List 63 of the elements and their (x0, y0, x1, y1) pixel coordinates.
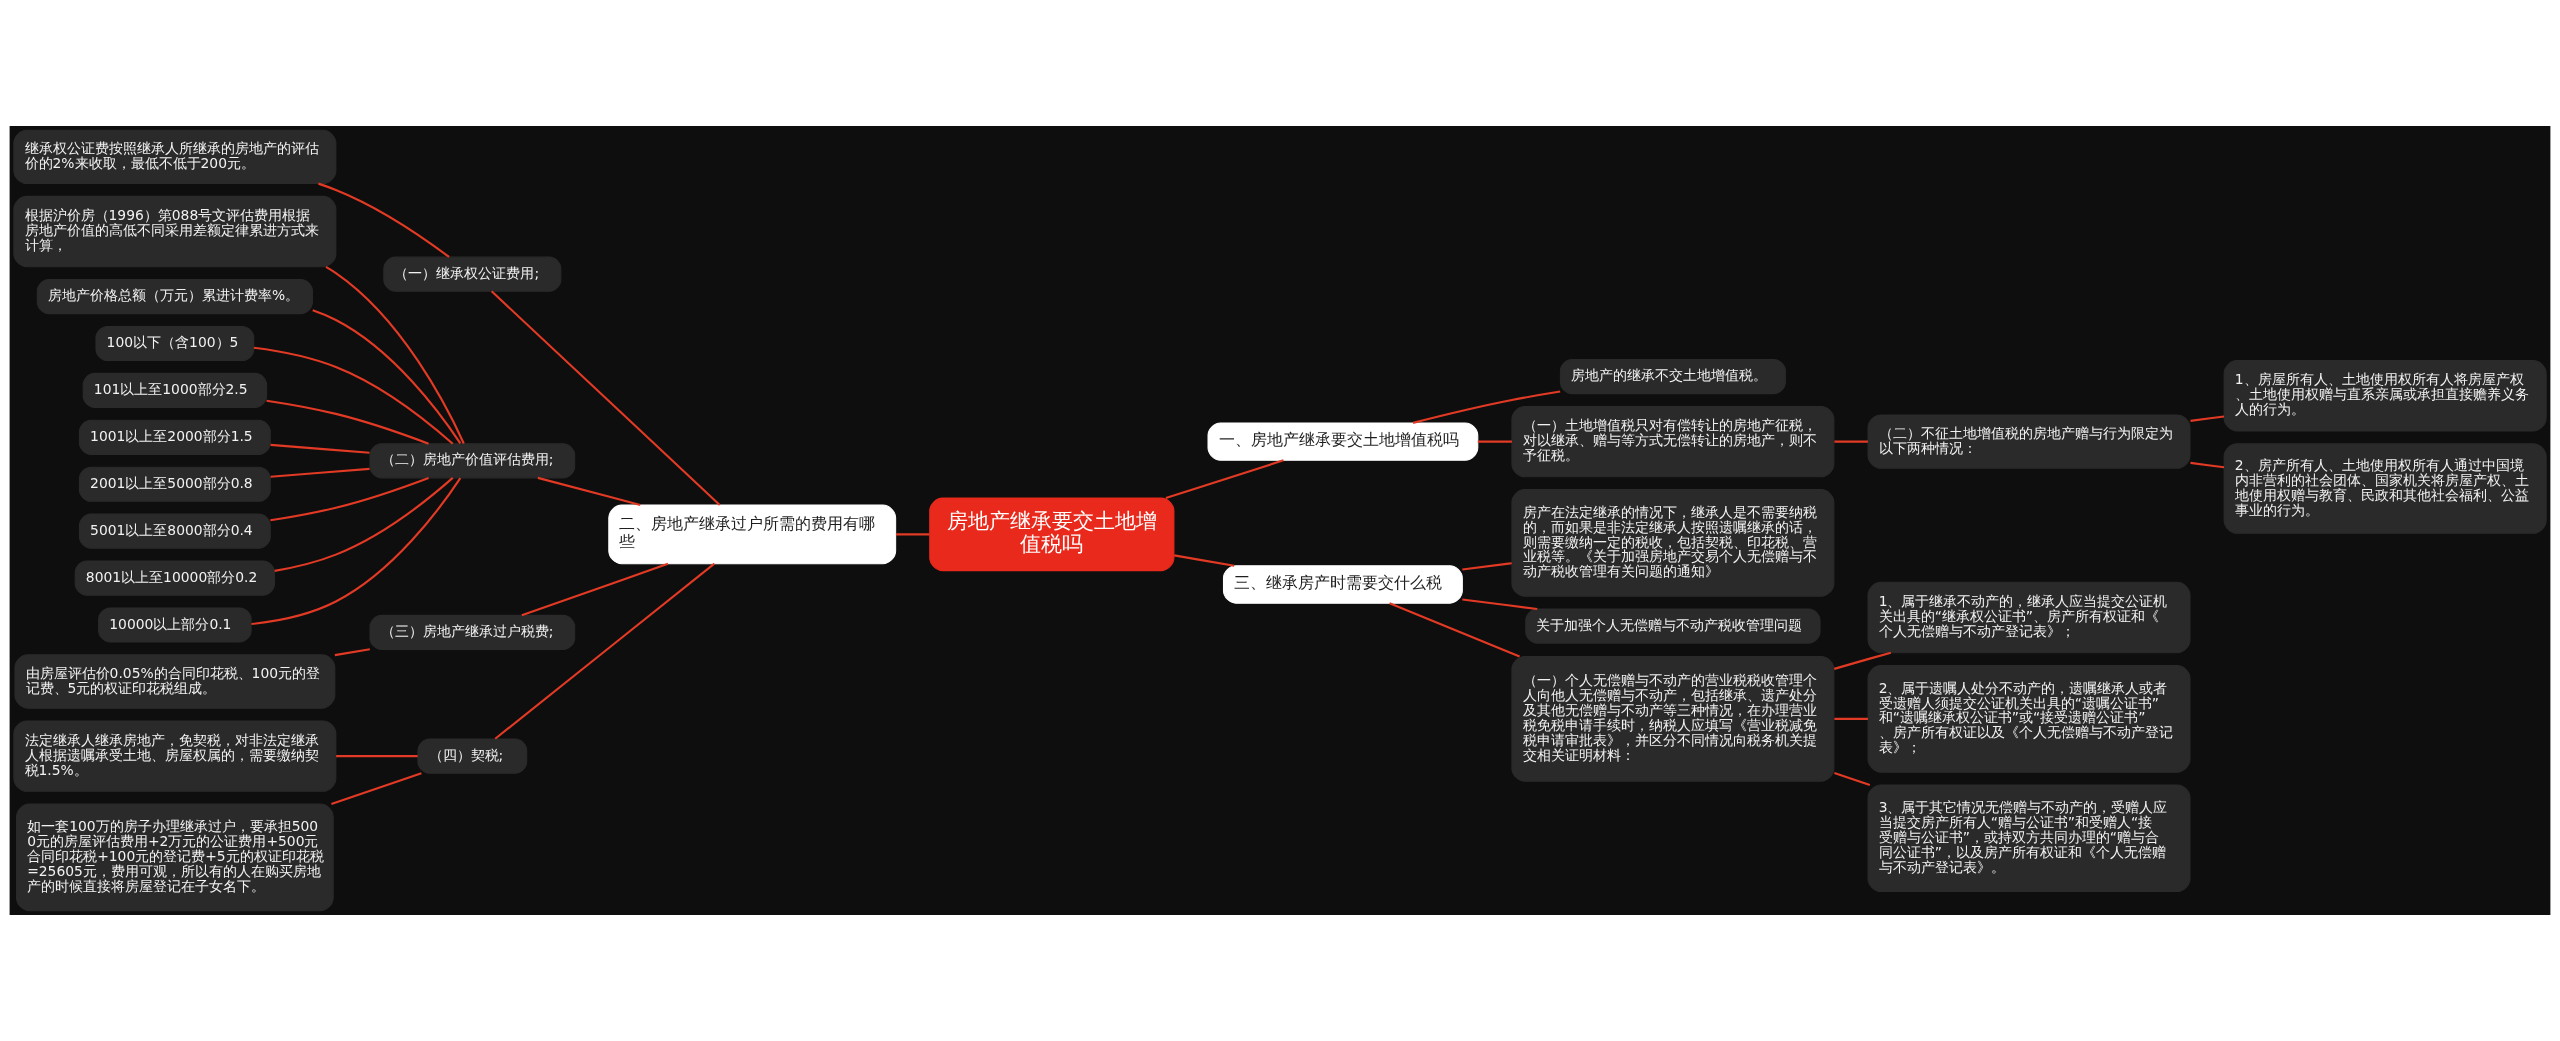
node-box: 100以下（含100）5 (95, 325, 255, 362)
node-box: 法定继承人继承房地产，免契税，对非法定继承人根据遗嘱承受土地、房屋权属的，需要缴纳契税1.5%。 (13, 720, 337, 792)
node-box: 5001以上至8000部分0.4 (78, 513, 271, 549)
connector (270, 467, 370, 478)
node-box: 根据沪价房（1996）第088号文评估费用根据房地产价值的高低不同采用差额定律累进方式来计算， (13, 195, 337, 268)
node-box: 10000以上部分0.1 (98, 607, 252, 643)
node-box: 二、房地产继承过户所需的费用有哪些 (608, 504, 897, 565)
connector (270, 443, 370, 454)
connector (325, 266, 465, 444)
connector (537, 476, 641, 507)
connector (1412, 390, 1561, 424)
connector (1834, 717, 1868, 720)
node-box: 房地产的继承不交土地增值税。 (1559, 358, 1786, 395)
node-box: 三、继承房产时需要交什么税 (1222, 565, 1463, 604)
connector (274, 477, 454, 572)
node-box: 关于加强个人无偿赠与不动产税收管理问题 (1525, 608, 1821, 644)
connector (490, 290, 721, 506)
connector (331, 772, 422, 806)
node-box: 8001以上至10000部分0.2 (74, 560, 276, 596)
node-box: 一、房地产继承要交土地增值税吗 (1207, 422, 1479, 461)
connector (270, 476, 429, 522)
node-box: 1、房屋所有人、土地使用权所有人将房屋产权、土地使用权赠与直系亲属或承担直接赡养义务人的行为。 (2223, 360, 2547, 432)
node-box: 101以上至1000部分2.5 (82, 372, 268, 408)
connector (334, 648, 371, 657)
connector (336, 755, 418, 758)
node-box: 2、属于遗嘱人处分不动产的，遗嘱继承人或者受遗赠人须提交公证机关出具的“遗嘱公证书”和“遗嘱继承权公证书”或“接受遗赠公证书”、房产所有权证以及《个人无偿赠与不动产登记表》； (1867, 664, 2191, 773)
connector (1174, 554, 1235, 567)
connector (2190, 461, 2225, 469)
connector (253, 346, 454, 445)
node-box: （四）契税; (417, 738, 528, 774)
connector (318, 182, 450, 258)
node-box: （三）房地产继承过户税费; (369, 614, 576, 651)
connector (1165, 459, 1284, 500)
connector (521, 562, 669, 617)
connector (1834, 771, 1871, 786)
node-box: 1、属于继承不动产的，继承人应当提交公证机关出具的“继承权公证书”、房产所有权证和《个人无偿赠与不动产登记表》； (1867, 581, 2191, 654)
connector (1389, 602, 1520, 658)
connector (895, 533, 930, 536)
connector (494, 562, 716, 740)
node-box: （一）个人无偿赠与不动产的营业税税收管理个人向他人无偿赠与不动产，包括继承、遗产处分及其他无偿赠与不动产等三种情况，在办理营业税免税申请手续时，纳税人应填写《营业税减免税申请审批表》，并区分不同情况向税务机关提交相关证明材料： (1511, 655, 1835, 782)
node-box: （一）继承权公证费用; (383, 256, 562, 292)
node-box: 2001以上至5000部分0.8 (78, 466, 271, 502)
connector (1462, 562, 1512, 571)
node-box: 如一套100万的房子办理继承过户，要承担5000元的房屋评估费用+2万元的公证费用+500元合同印花税+100元的登记费+5元的权证印花税=25605元，费用可观，所以有的人在购买房地产的时候直接将房屋登记在子女名下。 (16, 803, 334, 912)
connector (251, 477, 462, 626)
node-box: （二）房地产价值评估费用; (369, 443, 576, 479)
node-box: （二）不征土地增值税的房地产赠与行为限定为以下两种情况： (1867, 414, 2191, 469)
node-box: 房地产价格总额（万元）累进计费率%。 (36, 279, 313, 315)
connector (1833, 651, 1892, 670)
connector (312, 309, 462, 444)
node-box: （一）土地增值税只对有偿转让的房地产征税，对以继承、赠与等方式无偿转让的房地产，则不予征税。 (1511, 405, 1835, 478)
node-box: 由房屋评估价0.05%的合同印花税、100元的登记费、5元的权证印花税组成。 (14, 654, 336, 709)
node-box: 1001以上至2000部分1.5 (78, 419, 271, 455)
node-box: 2、房产所有人、土地使用权所有人通过中国境内非营利的社会团体、国家机关将房屋产权、土地使用权赠与教育、民政和其他社会福利、公益事业的行为。 (2223, 443, 2547, 534)
connector (1477, 440, 1512, 443)
connector (1462, 598, 1538, 611)
node-box: 房产在法定继承的情况下，继承人是不需要纳税的，而如果是非法定继承人按照遗嘱继承的话，则需要缴纳一定的税收，包括契税、印花税、营业税等。《关于加强房地产交易个人无偿赠与不动产税收管理有关问题的通知》 (1511, 489, 1835, 597)
node-box: 3、属于其它情况无偿赠与不动产的，受赠人应当提交房产所有人“赠与公证书”和受赠人“接受赠与公证书”，或持双方共同办理的“赠与合同公证书”，以及房产所有权证和《个人无偿赠与不动产登记表》。 (1867, 784, 2191, 893)
connector (1834, 440, 1868, 443)
node-box: 房地产继承要交土地增值税吗 (929, 497, 1175, 572)
connector (2190, 415, 2225, 422)
node-box: 继承权公证费按照继承人所继承的房地产的评估价的2%来收取，最低不低于200元。 (13, 129, 337, 185)
connector (266, 399, 429, 445)
